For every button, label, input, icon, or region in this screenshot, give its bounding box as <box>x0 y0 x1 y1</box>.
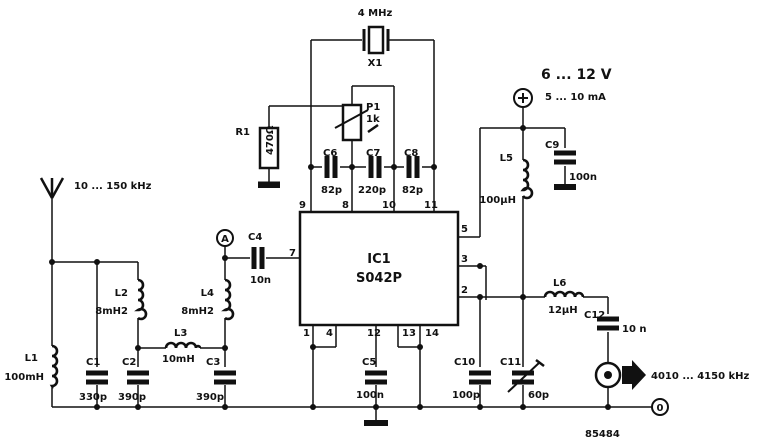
c12-ref: C12 <box>584 310 605 321</box>
capacitor-c11 <box>507 359 545 393</box>
l1-value: 100mH <box>4 372 44 383</box>
pin-13: 11 <box>424 200 438 211</box>
capacitor-c2 <box>127 370 149 385</box>
l4-value: 8mH2 <box>181 306 214 317</box>
c1-value: 330p <box>79 392 107 403</box>
junction-dots <box>49 125 611 410</box>
l6-ref: L6 <box>553 278 566 289</box>
pin-14: 14 <box>425 328 439 339</box>
r1-value: 470Ω <box>265 125 276 155</box>
ground-terminal-label: 0 <box>657 403 664 414</box>
c10-value: 100p <box>452 390 480 401</box>
l2-value: 8mH2 <box>95 306 128 317</box>
capacitor-c7 <box>368 156 382 178</box>
c2-ref: C2 <box>122 357 136 368</box>
pin-9: 13 <box>402 328 416 339</box>
c4-value: 10n <box>250 275 271 286</box>
c11-value: 60p <box>528 390 549 401</box>
c4-ref: C4 <box>248 232 262 243</box>
coil-l4 <box>221 278 235 321</box>
ic1-part: S042P <box>356 271 402 286</box>
capacitor-c10 <box>469 370 491 385</box>
pin-4: 4 <box>326 328 333 339</box>
l2-ref: L2 <box>115 288 128 299</box>
c2-value: 390p <box>118 392 146 403</box>
coil-l6 <box>543 290 585 298</box>
p1-ref: P1 <box>366 102 380 113</box>
supply-terminal <box>513 88 533 108</box>
l3-ref: L3 <box>174 328 187 339</box>
c6-ref: C6 <box>323 148 337 159</box>
wires <box>51 39 652 422</box>
capacitor-c5 <box>365 370 387 385</box>
l6-value: 12µH <box>548 305 578 316</box>
pin-10: 8 <box>342 200 349 211</box>
l4-ref: L4 <box>201 288 214 299</box>
potentiometer-p1 <box>334 103 379 142</box>
l3-value: 10mH <box>162 354 195 365</box>
coil-l3 <box>164 341 202 349</box>
r1-ref: R1 <box>235 127 250 138</box>
ground-terminal <box>651 398 669 416</box>
l5-value: 100µH <box>479 195 516 206</box>
crystal-x1 <box>362 25 390 55</box>
ground-symbols <box>258 182 576 426</box>
pin-11: 9 <box>299 200 306 211</box>
c12-value: 10 n <box>622 324 647 335</box>
capacitor-c12 <box>597 316 619 331</box>
ic1-ref: IC1 <box>367 252 390 267</box>
capacitor-c8 <box>406 156 420 178</box>
pin-2: 2 <box>461 285 468 296</box>
c9-ref: C9 <box>545 140 559 151</box>
figure-number: 85484 <box>585 429 620 440</box>
l5-ref: L5 <box>500 153 513 164</box>
output-socket <box>594 361 622 389</box>
c7-ref: C7 <box>366 148 380 159</box>
capacitor-c1 <box>86 370 108 385</box>
c9-value: 100n <box>569 172 597 183</box>
pin-8: 12 <box>367 328 381 339</box>
c8-value: 82p <box>402 185 423 196</box>
c6-value: 82p <box>321 185 342 196</box>
crystal-ref: X1 <box>368 58 383 69</box>
antenna-symbol <box>39 177 65 199</box>
capacitor-c6 <box>324 156 338 178</box>
c5-value: 100n <box>356 390 384 401</box>
supply-voltage: 6 ... 12 V <box>541 67 612 83</box>
pin-12: 10 <box>382 200 396 211</box>
c3-ref: C3 <box>206 357 220 368</box>
pin-5: 5 <box>461 224 468 235</box>
test-point-label: A <box>221 234 229 245</box>
output-arrow-icon <box>622 360 646 390</box>
c11-ref: C11 <box>500 357 521 368</box>
pin-1: 1 <box>303 328 310 339</box>
capacitor-c4 <box>251 247 265 269</box>
pin-7: 7 <box>289 248 296 259</box>
test-point-a <box>216 229 234 247</box>
supply-current: 5 ... 10 mA <box>545 92 606 103</box>
c7-value: 220p <box>358 185 386 196</box>
output-band-label: 4010 ... 4150 kHz <box>651 371 750 382</box>
coil-l1 <box>49 344 59 389</box>
crystal-value: 4 MHz <box>358 8 393 19</box>
coil-l5 <box>520 158 534 200</box>
c5-ref: C5 <box>362 357 376 368</box>
capacitor-c3 <box>214 370 236 385</box>
p1-value: 1k <box>366 114 380 125</box>
c10-ref: C10 <box>454 357 475 368</box>
antenna-band-label: 10 ... 150 kHz <box>74 181 152 192</box>
c8-ref: C8 <box>404 148 418 159</box>
c1-ref: C1 <box>86 357 100 368</box>
capacitor-c9 <box>554 150 576 165</box>
coil-l2 <box>134 278 148 321</box>
ic1-body <box>298 210 460 327</box>
pin-3: 3 <box>461 254 468 265</box>
l1-ref: L1 <box>25 353 38 364</box>
c3-value: 390p <box>196 392 224 403</box>
